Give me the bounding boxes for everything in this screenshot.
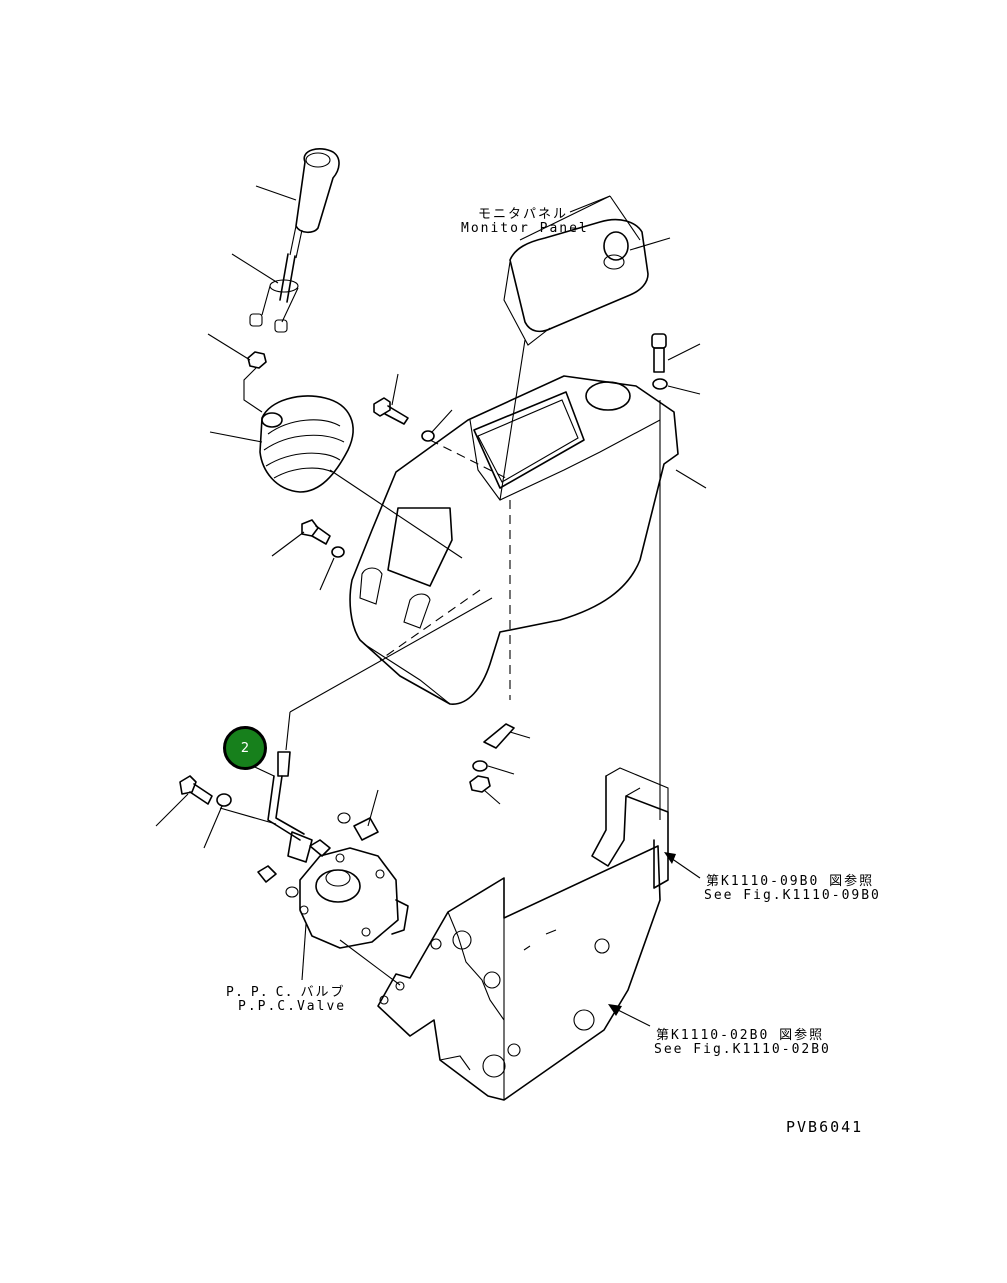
ref-arrow-0980 <box>664 852 701 879</box>
bolt-right <box>651 333 701 373</box>
washer-upper <box>421 409 453 442</box>
ref-0980-label-en: See Fig.K1110-09B0 <box>704 888 881 903</box>
ppc-valve <box>299 847 409 986</box>
clip <box>483 723 531 749</box>
washer-side <box>319 546 345 591</box>
washer-valve <box>203 793 277 849</box>
fitting-valve <box>257 789 379 898</box>
bracket-upper <box>591 767 669 889</box>
lever-rod <box>231 253 299 333</box>
hose-pipe <box>239 597 493 863</box>
ref-0280-label-en: See Fig.K1110-02B0 <box>654 1042 831 1057</box>
part-callout-2[interactable]: 2 <box>223 726 267 770</box>
console-cover <box>349 375 707 705</box>
bolt-upper <box>373 373 409 425</box>
main-frame <box>377 845 661 1101</box>
bolt-valve <box>155 775 213 827</box>
part-callout-number: 2 <box>240 740 250 756</box>
monitor-panel-leader <box>519 195 641 241</box>
monitor-panel <box>499 218 671 501</box>
washer-lower <box>472 760 515 775</box>
lever-knob <box>255 148 340 259</box>
ref-0980-label-jp: 第K1110-09B0 図参照 <box>706 874 875 889</box>
ppc-valve-label-en: P.P.C.Valve <box>238 999 347 1014</box>
lever-boot <box>209 395 463 559</box>
ref-0280-label-jp: 第K1110-02B0 図参照 <box>656 1028 825 1043</box>
washer-right <box>652 378 701 820</box>
lever-nut <box>207 333 267 413</box>
ppc-valve-label-jp: P．P．C．バルブ <box>226 985 346 1000</box>
ref-arrow-0280 <box>608 1004 651 1027</box>
monitor-panel-label-en: Monitor Panel <box>461 221 589 236</box>
bolt-side <box>271 519 331 557</box>
drawing-code: PVB6041 <box>786 1118 864 1136</box>
monitor-panel-label-jp: モニタパネル <box>478 207 569 222</box>
nut-lower <box>469 775 501 805</box>
